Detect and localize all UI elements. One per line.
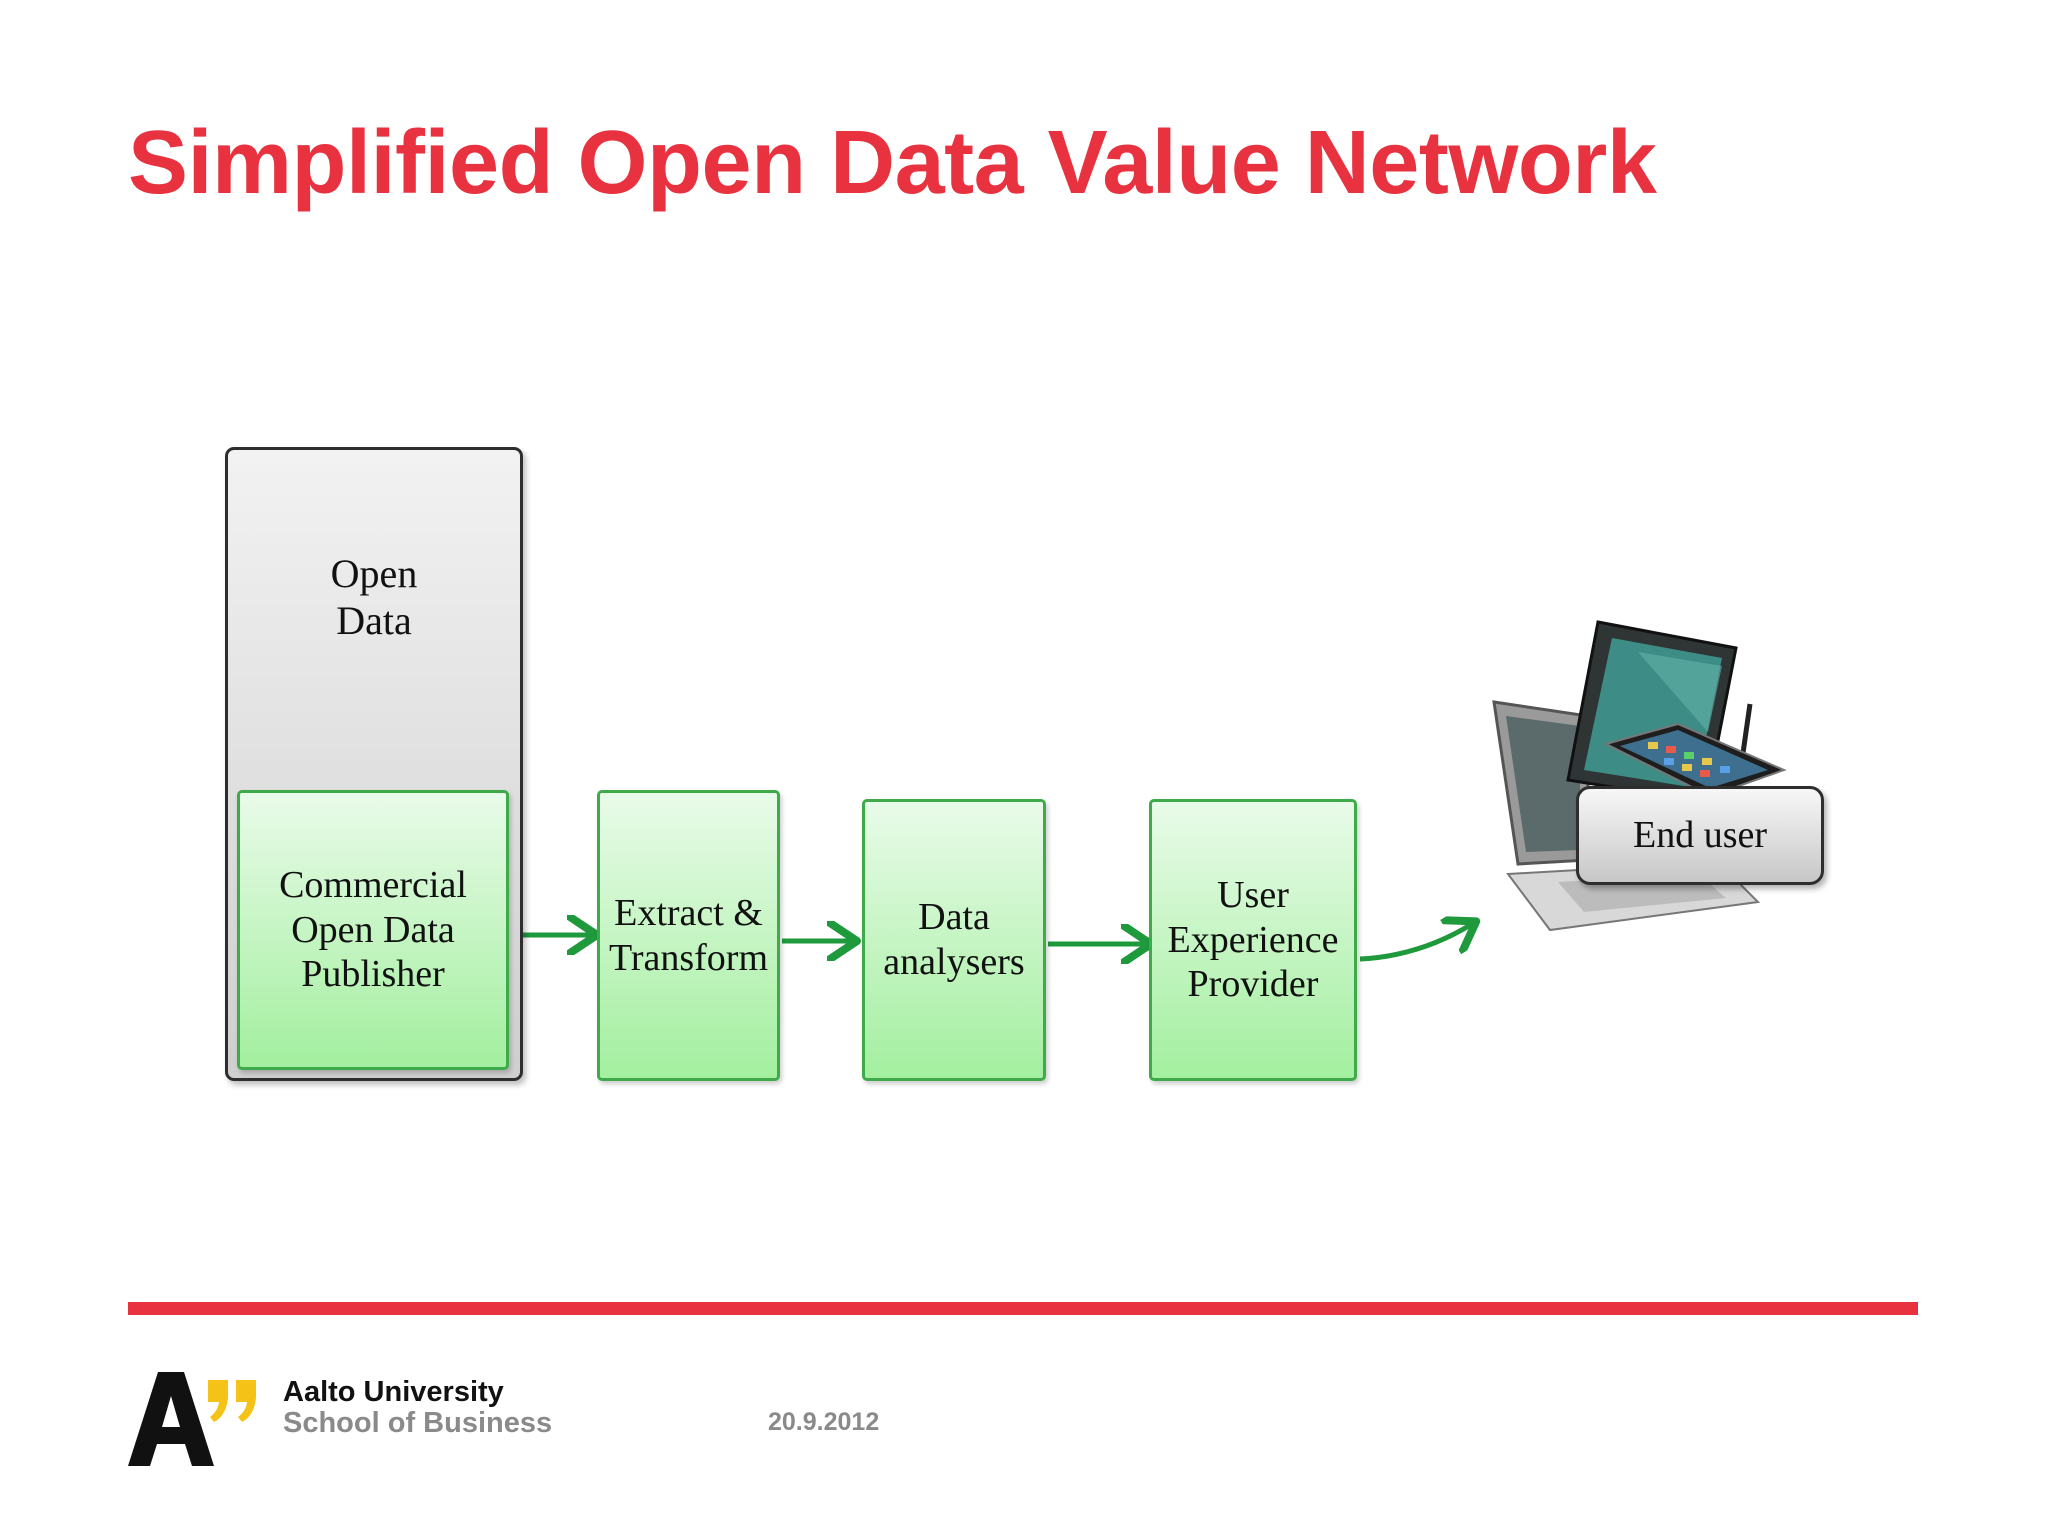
data-analysers-box: Data analysers [862,799,1046,1081]
ux-provider-label: User Experience Provider [1167,873,1339,1006]
devices-illustration [1492,620,1787,932]
open-data-label: Open Data [330,551,418,644]
end-user-box: End user [1576,786,1824,885]
aalto-logo-icon [128,1372,214,1466]
slide-date: 20.9.2012 [768,1408,880,1436]
data-analysers-label: Data analysers [883,896,1025,983]
extract-transform-label: Extract & Transform [608,891,769,979]
arrow-provider-to-end-user [1359,924,1472,962]
footer-divider [128,1302,1918,1315]
end-user-label: End user [1632,814,1768,857]
org-name: Aalto University [283,1376,504,1408]
org-school: School of Business [283,1407,553,1439]
publisher-label: Commercial Open Data Publisher [279,863,467,996]
quote-mark-icon [208,1380,256,1422]
ux-provider-box: User Experience Provider [1149,799,1357,1081]
extract-transform-box: Extract & Transform [597,790,780,1081]
publisher-box: Commercial Open Data Publisher [237,790,509,1070]
page-title: Simplified Open Data Value Network [128,113,1657,213]
